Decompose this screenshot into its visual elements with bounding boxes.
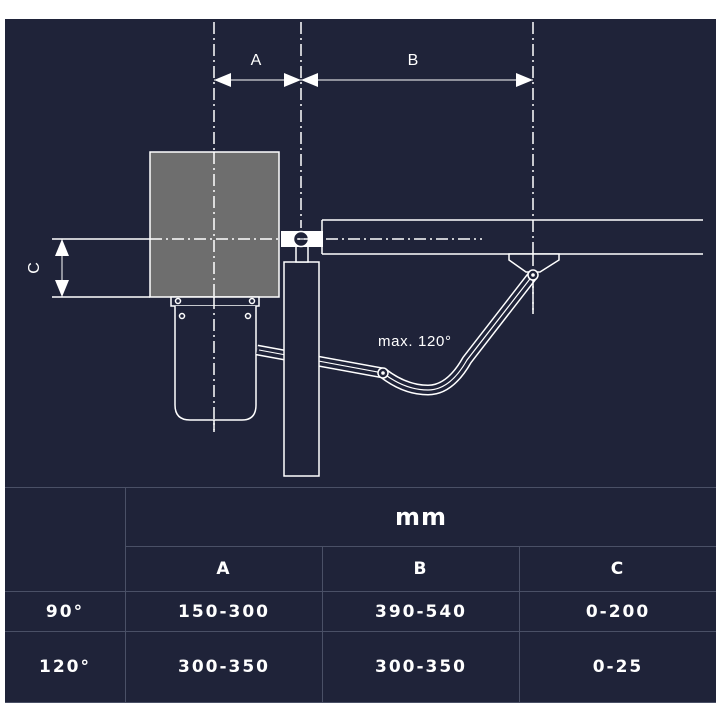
column-header-a: A [125,546,323,592]
cell-a: 150-300 [125,591,323,632]
cell-c: 0-200 [519,591,716,632]
arrow-a-right [284,73,301,87]
unit-header: mm [125,487,716,547]
installation-diagram: A B C [26,22,703,477]
gearbox-housing [174,306,257,421]
arrow-a-left [214,73,231,87]
column-header-c: C [519,546,716,592]
cell-b: 300-350 [322,631,520,703]
operator-arm [256,271,538,396]
angle-note: max. 120° [378,333,451,350]
screw-icon [244,312,252,320]
table-row: 90° 150-300 390-540 0-200 [5,591,716,632]
cell-b: 390-540 [322,591,520,632]
row-angle: 120° [5,631,126,703]
cell-a: 300-350 [125,631,323,703]
table-row: 120° 300-350 300-350 0-25 [5,631,716,703]
row-angle: 90° [5,591,126,632]
dim-b-label: B [408,52,419,69]
corner-cell [5,487,126,592]
screw-icon [174,297,182,305]
pivot-pin [531,273,535,277]
dim-a-label: A [251,52,262,69]
arrow-c-top [55,239,69,256]
column-header-b: B [322,546,520,592]
gate-leaf [321,219,703,255]
arrow-b-right [516,73,533,87]
pivot-pin [381,371,385,375]
motor-mount-plate [170,296,260,307]
dimensions-table: mm A B C 90° 150-300 390-540 0-200 120° … [5,487,716,703]
cell-c: 0-25 [519,631,716,703]
screw-icon [178,312,186,320]
screw-icon [248,297,256,305]
arrow-c-bottom [55,280,69,297]
gate-bracket [508,253,560,273]
gate-pillar [283,261,320,477]
arrow-b-left [301,73,318,87]
dim-c-label: C [26,262,43,274]
hinge-stem [295,245,309,263]
